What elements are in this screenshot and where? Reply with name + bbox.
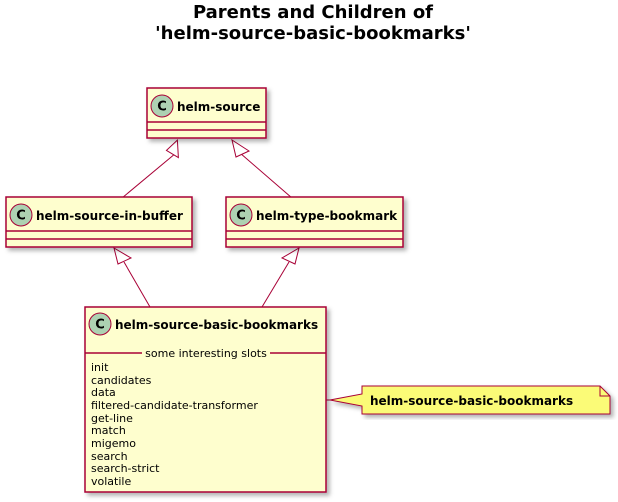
class-name: helm-type-bookmark — [256, 209, 398, 223]
class-stereotype-icon — [229, 203, 253, 227]
class-name: helm-source — [177, 100, 260, 114]
class-stereotype-letter: C — [16, 209, 26, 224]
slot-item: search — [91, 450, 128, 463]
edge-basic-bookmarks-to-in-buffer — [123, 261, 151, 308]
class-stereotype-letter: C — [95, 318, 105, 333]
note: helm-source-basic-bookmarks — [329, 385, 611, 415]
slot-item: init — [91, 361, 109, 374]
class-stereotype-letter: C — [157, 100, 167, 115]
edge-in-buffer-to-source — [121, 152, 177, 199]
class-stereotype-icon — [9, 203, 33, 227]
inheritance-arrowhead — [231, 138, 251, 158]
note-text: helm-source-basic-bookmarks — [370, 394, 573, 408]
inheritance-arrowhead — [165, 139, 179, 159]
edge-type-bookmark-to-source — [239, 152, 293, 199]
slot-item: match — [91, 424, 126, 437]
slot-item: search-strict — [91, 462, 160, 475]
slot-list: init candidates data filtered-candidate-… — [91, 361, 258, 488]
inheritance-arrowhead — [280, 246, 300, 265]
class-name: helm-source-in-buffer — [36, 209, 183, 223]
slot-item: get-line — [91, 412, 133, 425]
class-helm-type-bookmark[interactable]: C helm-type-bookmark — [225, 196, 404, 248]
class-name: helm-source-basic-bookmarks — [115, 318, 318, 332]
class-helm-source[interactable]: C helm-source — [146, 87, 267, 139]
class-stereotype-letter: C — [236, 209, 246, 224]
class-helm-source-in-buffer[interactable]: C helm-source-in-buffer — [5, 196, 193, 248]
slot-item: volatile — [91, 475, 131, 488]
note-fold — [599, 386, 610, 397]
edge-basic-bookmarks-to-type-bookmark — [261, 261, 290, 308]
note-shape — [329, 385, 611, 415]
slot-item: data — [91, 386, 116, 399]
diagram-title-line1: Parents and Children of — [193, 2, 433, 23]
class-stereotype-icon — [150, 94, 174, 118]
slots-header: some interesting slots — [145, 347, 267, 360]
slot-item: migemo — [91, 437, 136, 450]
class-helm-source-basic-bookmarks[interactable]: C helm-source-basic-bookmarks some inter… — [84, 306, 327, 493]
inheritance-arrowhead — [113, 246, 133, 265]
slot-item: filtered-candidate-transformer — [91, 399, 258, 412]
slot-item: candidates — [91, 374, 152, 387]
diagram-title-line2: 'helm-source-basic-bookmarks' — [155, 23, 471, 44]
class-stereotype-icon — [88, 312, 112, 336]
